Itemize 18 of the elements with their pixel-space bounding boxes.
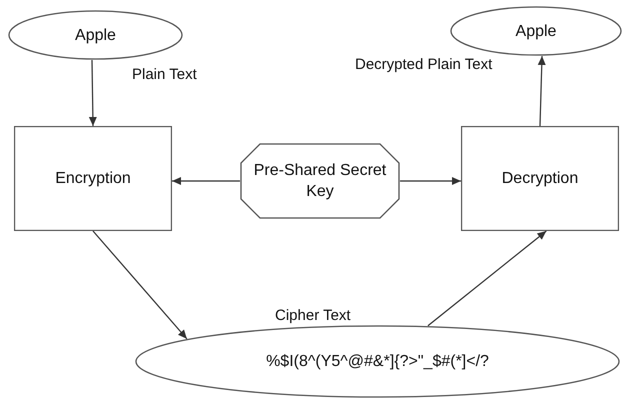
arrow [428,230,547,326]
arrow [400,177,461,186]
node-label: Apple [74,26,117,46]
node-label: Apple [514,22,558,42]
arrow [172,177,240,186]
caption-label: Plain Text [132,65,197,85]
node-label: Encryption [54,169,132,189]
node-label: Pre-Shared Secret Key [252,161,388,202]
node-label: Decryption [500,169,580,189]
caption-label: Cipher Text [275,306,351,326]
process-box [461,126,619,231]
process-box [14,126,172,231]
caption-label: Decrypted Plain Text [355,55,492,75]
key-octagon [240,143,400,219]
arrow [92,230,188,340]
arrow [538,56,546,126]
arrow [88,60,97,126]
node-label: %$I(8^(Y5^@#&*]{?>"_$#(*]</? [265,352,490,372]
